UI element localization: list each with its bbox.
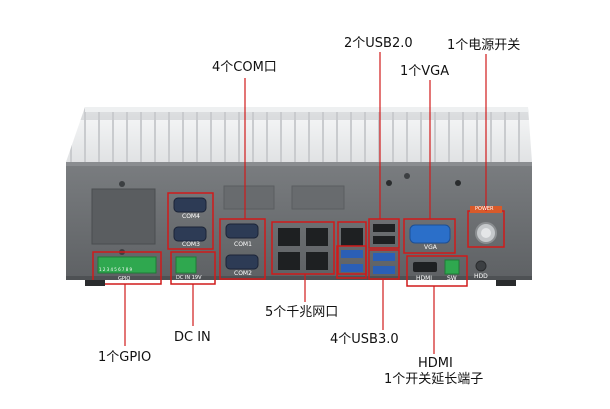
com4-label: COM4 — [182, 213, 200, 220]
wifi-antenna-icon — [386, 180, 392, 186]
com-callout: 4个COM口 — [212, 60, 277, 75]
hdmi-port-label: HDMI — [416, 275, 433, 282]
wifi-antenna-icon — [455, 180, 461, 186]
chassis-top-heatsink — [66, 107, 532, 162]
dc-in-panel-label: DC IN 19V — [176, 275, 202, 281]
com-ports-group — [167, 192, 266, 280]
com3-label: COM3 — [182, 241, 200, 248]
power-label: POWER — [475, 206, 494, 212]
lan-ports-group — [271, 221, 367, 275]
vga-label: VGA — [424, 244, 437, 251]
sw-label: SW — [447, 275, 457, 282]
usb-ports-group — [336, 218, 400, 280]
hdmi-sw-group — [406, 255, 487, 287]
hdmi-callout: HDMI — [418, 356, 453, 371]
com2-label: COM2 — [234, 270, 252, 277]
lan-callout: 5个千兆网口 — [265, 305, 339, 320]
dc-in-callout: DC IN — [174, 330, 211, 345]
dc-in-group — [170, 251, 216, 285]
power-switch-callout: 1个电源开关 — [447, 38, 521, 53]
com1-label: COM1 — [234, 241, 252, 248]
gpio-callout: 1个GPIO — [98, 350, 152, 365]
usb3-callout: 4个USB3.0 — [330, 332, 399, 347]
gpio-pins-label: 1 2 3 4 5 6 7 8 9 — [99, 267, 133, 272]
hdd-label: HDD — [474, 273, 488, 280]
usb2-callout: 2个USB2.0 — [344, 36, 413, 51]
gpio-terminal-group — [92, 251, 162, 285]
callout-lines — [124, 52, 487, 354]
hdmi-extension-callout: 1个开关延长端子 — [384, 372, 484, 387]
vga-callout: 1个VGA — [400, 64, 450, 79]
gpio-panel-label: GPIO — [118, 276, 131, 282]
